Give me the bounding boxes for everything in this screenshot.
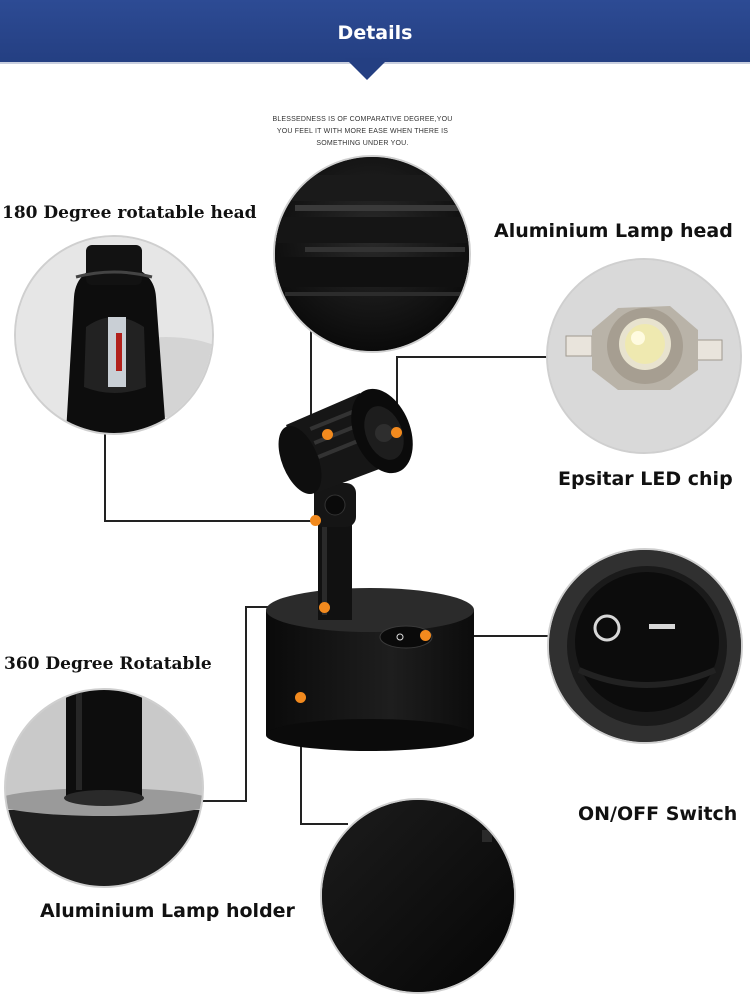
leader-holder-h: [300, 823, 348, 825]
tagline-line-2: YOU FEEL IT WITH MORE EASE WHEN THERE IS: [276, 128, 449, 135]
leader-holder-v: [300, 697, 302, 824]
detail-led-chip-photo: [546, 258, 742, 454]
detail-switch-photo: [547, 548, 743, 744]
leader-360-end: [200, 800, 247, 802]
leader-switch: [426, 635, 550, 637]
tagline: BLESSEDNESS IS OF COMPARATIVE DEGREE,YOU…: [255, 114, 470, 150]
label-360-rotatable: 360 Degree Rotatable: [4, 654, 212, 674]
label-rotatable-head: 180 Degree rotatable head: [2, 203, 257, 223]
marker-lamp-holder: [295, 692, 306, 703]
leader-lamp-head: [310, 320, 312, 435]
leader-rotatable-head-h: [104, 520, 316, 522]
detail-360-rotatable-photo: [4, 688, 204, 888]
label-led-chip: Epsitar LED chip: [558, 468, 733, 490]
header-banner: [0, 0, 750, 62]
tagline-line-3: SOMETHING UNDER YOU.: [316, 140, 409, 147]
detail-lamp-holder-photo: [320, 798, 516, 994]
detail-rotatable-head-photo: [14, 235, 214, 435]
header-title: Details: [337, 22, 413, 44]
marker-rotatable-head: [310, 515, 321, 526]
marker-360-rotatable: [319, 602, 330, 613]
leader-led-chip-h: [396, 356, 551, 358]
label-lamp-holder: Aluminium Lamp holder: [40, 900, 295, 922]
detail-lamp-head-photo: [273, 155, 471, 353]
marker-switch: [420, 630, 431, 641]
marker-lamp-head: [322, 429, 333, 440]
tagline-line-1: BLESSEDNESS IS OF COMPARATIVE DEGREE,YOU: [272, 116, 453, 123]
label-switch: ON/OFF Switch: [578, 803, 738, 825]
header-notch: [345, 58, 389, 80]
leader-led-chip-v: [396, 356, 398, 431]
leader-rotatable-head-v: [104, 432, 106, 522]
leader-360-v: [245, 606, 247, 802]
product-lamp: [260, 375, 480, 760]
label-lamp-head: Aluminium Lamp head: [494, 220, 733, 242]
marker-led-chip: [391, 427, 402, 438]
